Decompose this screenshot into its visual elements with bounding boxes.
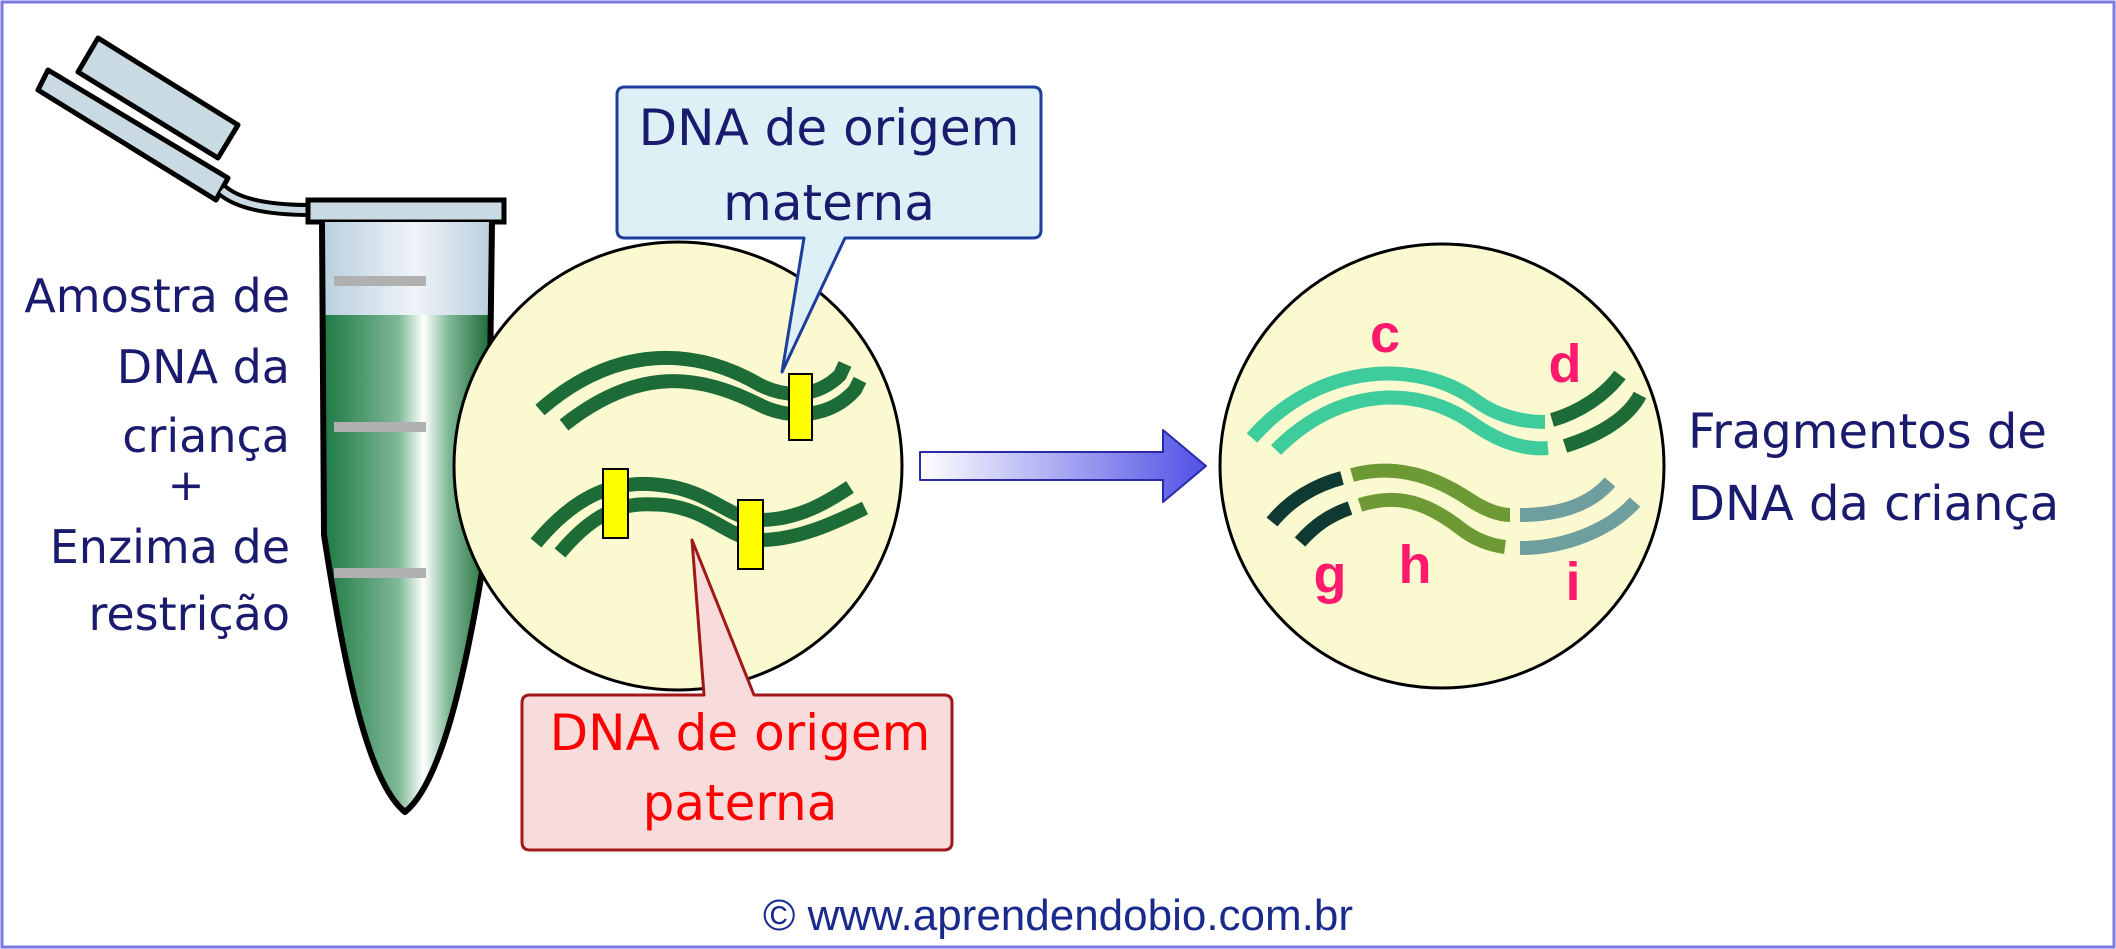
sample-label-line: Enzima de (50, 520, 290, 574)
fragment-c-strand (1271, 390, 1549, 456)
restriction-site-paternal-1 (602, 468, 629, 539)
result-label: Fragmentos de DNA da criança (1688, 404, 2059, 532)
fragment-c (1246, 366, 1549, 456)
fragment-g-strand (1266, 471, 1344, 527)
tube-cap-lid (75, 35, 241, 161)
fragment-c-strand (1246, 366, 1546, 443)
fragment-d-strand (1562, 391, 1647, 453)
process-arrow (919, 429, 1207, 503)
fragment-label-g: g (1314, 545, 1347, 605)
paternal-callout-bubble (520, 538, 954, 852)
tube-liquid (324, 315, 490, 810)
fragment-d (1549, 370, 1647, 453)
tube-mark (334, 422, 426, 432)
sample-label-line: Amostra de (24, 269, 290, 323)
fragment-h-strand (1357, 492, 1507, 554)
fragment-d-strand (1549, 370, 1626, 427)
maternal-callout: DNA de origem materna (615, 85, 1043, 374)
paternal-callout: DNA de origem paterna (520, 538, 954, 852)
paternal-callout-line: paterna (643, 774, 838, 832)
paternal-strand-top (530, 476, 854, 548)
maternal-callout-line: DNA de origem (639, 99, 1020, 157)
paternal-callout-line: DNA de origem (550, 704, 931, 762)
tube-cap-hinge (35, 67, 231, 203)
tube-body-upper (322, 222, 492, 315)
fragment-h-strand (1350, 463, 1511, 522)
maternal-strand-bottom (559, 374, 867, 431)
fragments-circle (1218, 242, 1666, 690)
sample-label-line: restrição (88, 587, 290, 641)
tube-cap-strap-inner (220, 187, 311, 213)
result-label-line: DNA da criança (1688, 476, 2059, 532)
site-credit: © www.aprendendobio.com.br (763, 891, 1353, 940)
maternal-strand-top (535, 350, 852, 416)
restriction-site-paternal-2 (737, 499, 764, 570)
fragment-i-strand (1519, 497, 1641, 555)
fragment-label-c: c (1370, 304, 1400, 364)
sample-label-line: criança (122, 409, 290, 463)
maternal-callout-line: materna (723, 174, 935, 232)
tube-rim (305, 197, 507, 225)
fragment-i-strand (1519, 477, 1616, 522)
maternal-dna (535, 350, 867, 431)
fragment-g (1266, 471, 1353, 547)
restriction-site-maternal (788, 373, 813, 441)
sample-label-plus: + (168, 460, 205, 511)
test-tube (35, 35, 507, 815)
fragment-label-h: h (1399, 535, 1432, 595)
fragment-label-d: d (1549, 334, 1582, 394)
maternal-callout-bubble (615, 85, 1043, 374)
fragment-g-strand (1294, 501, 1353, 547)
tube-mark (334, 276, 426, 286)
tube-outline (319, 221, 495, 815)
fragment-i (1519, 477, 1641, 555)
fragment-label-i: i (1565, 552, 1580, 612)
result-label-line: Fragmentos de (1688, 404, 2047, 460)
sample-label: Amostra de DNA da criança + Enzima de re… (24, 269, 290, 641)
sample-label-line: DNA da (117, 340, 290, 394)
tube-mark (334, 568, 426, 578)
fragment-h (1350, 463, 1511, 554)
dna-zoom-circle (452, 240, 904, 692)
